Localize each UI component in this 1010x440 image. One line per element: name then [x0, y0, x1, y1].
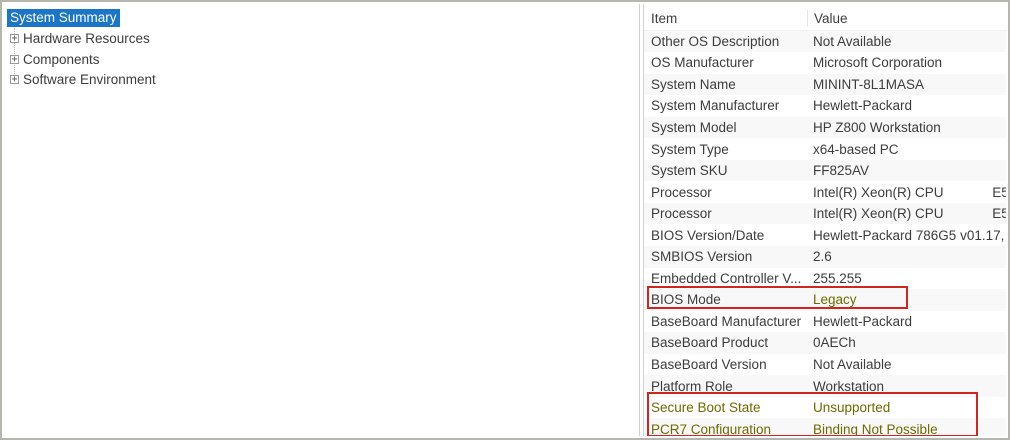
value-cell: Intel(R) Xeon(R) CPU E5506 [813, 184, 1006, 200]
info-row[interactable]: Platform Role Workstation [644, 375, 1006, 397]
value-cell: 2.6 [813, 249, 832, 265]
info-row[interactable]: System SKU FF825AV [644, 159, 1006, 182]
expand-plus-icon[interactable]: + [10, 53, 19, 65]
item-cell: Processor [651, 206, 712, 222]
item-cell: OS Manufacturer [651, 55, 754, 71]
info-row[interactable]: System Model HP Z800 Workstation [644, 116, 1006, 139]
item-cell: BaseBoard Version [651, 357, 767, 373]
panel-splitter[interactable] [640, 4, 643, 436]
info-row[interactable]: System Type x64-based PC [644, 138, 1006, 160]
value-cell: Microsoft Corporation [813, 55, 943, 71]
expand-plus-icon[interactable]: + [10, 74, 19, 86]
value-cell: x64-based PC [813, 141, 899, 157]
item-cell: Embedded Controller V... [651, 270, 802, 286]
item-cell: BaseBoard Manufacturer [651, 313, 802, 329]
item-cell: System Type [651, 141, 729, 157]
info-row[interactable]: BaseBoard Manufacturer Hewlett-Packard [644, 311, 1006, 333]
item-cell: BaseBoard Product [651, 335, 769, 351]
value-cell: Not Available [813, 357, 892, 373]
item-cell: Processor [651, 184, 712, 200]
value-cell: Intel(R) Xeon(R) CPU E5506 [813, 206, 1006, 222]
navigation-tree: System Summary + Hardware Resources + Co… [4, 4, 640, 436]
value-cell: Binding Not Possible [813, 421, 938, 436]
value-cell: 255.255 [813, 270, 862, 286]
info-row[interactable]: Other OS Description Not Available [644, 30, 1006, 53]
info-row[interactable]: Embedded Controller V... 255.255 [644, 268, 1006, 290]
info-row[interactable]: System Manufacturer Hewlett-Packard [644, 95, 1006, 117]
info-row[interactable]: OS Manufacturer Microsoft Corporation [644, 52, 1006, 74]
value-cell: Not Available [813, 33, 892, 49]
value-cell: Hewlett-Packard [813, 98, 913, 114]
tree-item-software-environment[interactable]: + Software Environment [4, 70, 639, 91]
value-cell: FF825AV [813, 163, 870, 179]
column-header-item[interactable]: Item [651, 10, 808, 28]
expand-plus-icon[interactable]: + [10, 33, 19, 45]
tree-connector-line [14, 28, 15, 76]
value-cell: Workstation [813, 378, 885, 394]
item-cell: Platform Role [651, 378, 733, 394]
value-cell: Hewlett-Packard 786G5 v01.17, 8/1 [813, 227, 1006, 243]
info-row-bios-mode[interactable]: BIOS Mode Legacy [644, 289, 1006, 311]
value-cell: Legacy [813, 292, 857, 308]
value-cell: MININT-8L1MASA [813, 76, 925, 92]
tree-item-label: Components [23, 51, 100, 67]
tree-item-components[interactable]: + Components [4, 49, 639, 70]
value-cell: HP Z800 Workstation [813, 120, 941, 135]
value-cell: Unsupported [813, 400, 891, 416]
item-cell: System Model [651, 120, 737, 135]
value-cell: 0AECh [813, 335, 856, 351]
tree-item-label: System Summary [7, 9, 120, 28]
item-cell: Other OS Description [651, 33, 780, 49]
column-header-value[interactable]: Value [814, 11, 848, 27]
info-row-secure-boot-state[interactable]: Secure Boot State Unsupported [644, 397, 1006, 419]
tree-item-system-summary[interactable]: System Summary [4, 8, 639, 29]
info-row[interactable]: Processor Intel(R) Xeon(R) CPU E5506 [644, 181, 1006, 203]
tree-item-label: Software Environment [23, 72, 156, 88]
info-row[interactable]: BaseBoard Product 0AECh [644, 332, 1006, 354]
item-cell: BIOS Version/Date [651, 227, 765, 243]
item-cell: PCR7 Configuration [651, 421, 772, 436]
item-cell: Secure Boot State [651, 400, 761, 416]
tree-item-label: Hardware Resources [23, 31, 150, 47]
value-cell: Hewlett-Packard [813, 313, 913, 329]
item-cell: BIOS Mode [651, 292, 721, 308]
details-header-row: Item Value [644, 8, 1006, 31]
item-cell: System Manufacturer [651, 98, 780, 114]
info-row-pcr7-configuration[interactable]: PCR7 Configuration Binding Not Possible [644, 418, 1006, 436]
item-cell: SMBIOS Version [651, 249, 753, 265]
item-cell: System Name [651, 76, 736, 92]
details-list: Item Value Other OS Description Not Avai… [643, 4, 1006, 436]
info-row[interactable]: BaseBoard Version Not Available [644, 354, 1006, 376]
info-row[interactable]: BIOS Version/Date Hewlett-Packard 786G5 … [644, 224, 1006, 246]
info-row[interactable]: Processor Intel(R) Xeon(R) CPU E5506 [644, 202, 1006, 225]
item-cell: System SKU [651, 163, 728, 179]
info-row[interactable]: System Name MININT-8L1MASA [644, 73, 1006, 96]
info-row[interactable]: SMBIOS Version 2.6 [644, 246, 1006, 268]
tree-item-hardware-resources[interactable]: + Hardware Resources [4, 29, 639, 50]
